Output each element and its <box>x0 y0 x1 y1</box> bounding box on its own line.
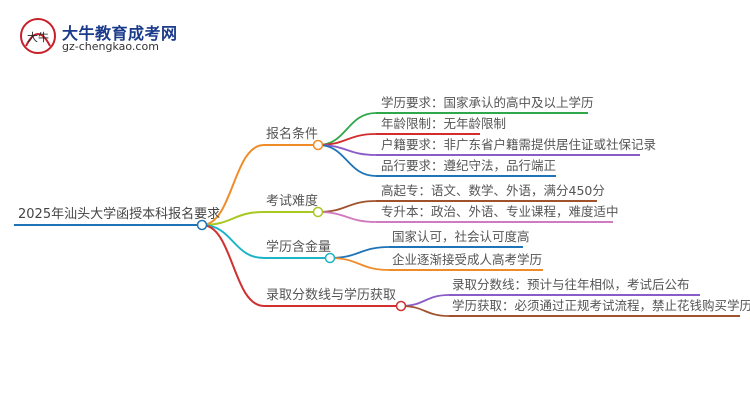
branch-node-label[interactable]: 报名条件 <box>266 127 319 142</box>
leaf-node-label[interactable]: 高起专：语文、数学、外语，满分450分 <box>381 183 605 198</box>
leaf-node-label[interactable]: 年龄限制：无年龄限制 <box>381 116 507 131</box>
leaf-node-label[interactable]: 户籍要求：非广东省户籍需提供居住证或社保记录 <box>381 137 657 152</box>
leaf-node-label[interactable]: 国家认可，社会认可度高 <box>392 229 530 244</box>
branch-node-label[interactable]: 录取分数线与学历获取 <box>266 288 397 303</box>
branch-connector <box>201 211 265 226</box>
logo-site-name[interactable]: 大牛教育成考网 <box>62 24 178 43</box>
leaf-connector <box>400 294 450 307</box>
branch-node-dot[interactable] <box>395 300 407 312</box>
logo-site-url[interactable]: gz-chengkao.com <box>62 40 159 53</box>
leaf-connector <box>329 246 390 259</box>
leaf-connector <box>317 144 377 177</box>
branch-connector <box>201 224 265 307</box>
branch-node-dot[interactable] <box>312 139 324 151</box>
branch-node-label[interactable]: 学历含金量 <box>266 240 332 255</box>
site-logo: 大牛 大牛教育成考网 gz-chengkao.com <box>18 16 198 56</box>
leaf-node-label[interactable]: 品行要求：遵纪守法，品行端正 <box>381 158 557 173</box>
leaf-node-label[interactable]: 学历获取：必须通过正规考试流程，禁止花钱购买学历 <box>452 298 750 313</box>
leaf-node-label[interactable]: 企业逐渐接受成人高考学历 <box>392 252 543 267</box>
leaf-connector <box>317 200 377 213</box>
branch-connector <box>201 144 265 226</box>
root-node-label[interactable]: 2025年汕头大学函授本科报名要求 <box>18 207 221 222</box>
branch-node-dot[interactable] <box>324 252 336 264</box>
leaf-connector <box>400 305 450 317</box>
leaf-connector <box>329 257 390 271</box>
branch-node-dot[interactable] <box>312 206 324 218</box>
branch-node-label[interactable]: 考试难度 <box>266 194 319 209</box>
leaf-node-label[interactable]: 专升本：政治、外语、专业课程，难度适中 <box>381 204 619 219</box>
logo-mark-text: 大牛 <box>27 30 49 44</box>
root-node-dot[interactable] <box>196 219 208 231</box>
leaf-connector <box>317 211 377 223</box>
leaf-node-label[interactable]: 学历要求：国家承认的高中及以上学历 <box>381 95 594 110</box>
leaf-node-label[interactable]: 录取分数线：预计与往年相似，考试后公布 <box>452 277 690 292</box>
logo-mark-icon: 大牛 <box>20 18 56 54</box>
branch-connector <box>201 224 265 259</box>
